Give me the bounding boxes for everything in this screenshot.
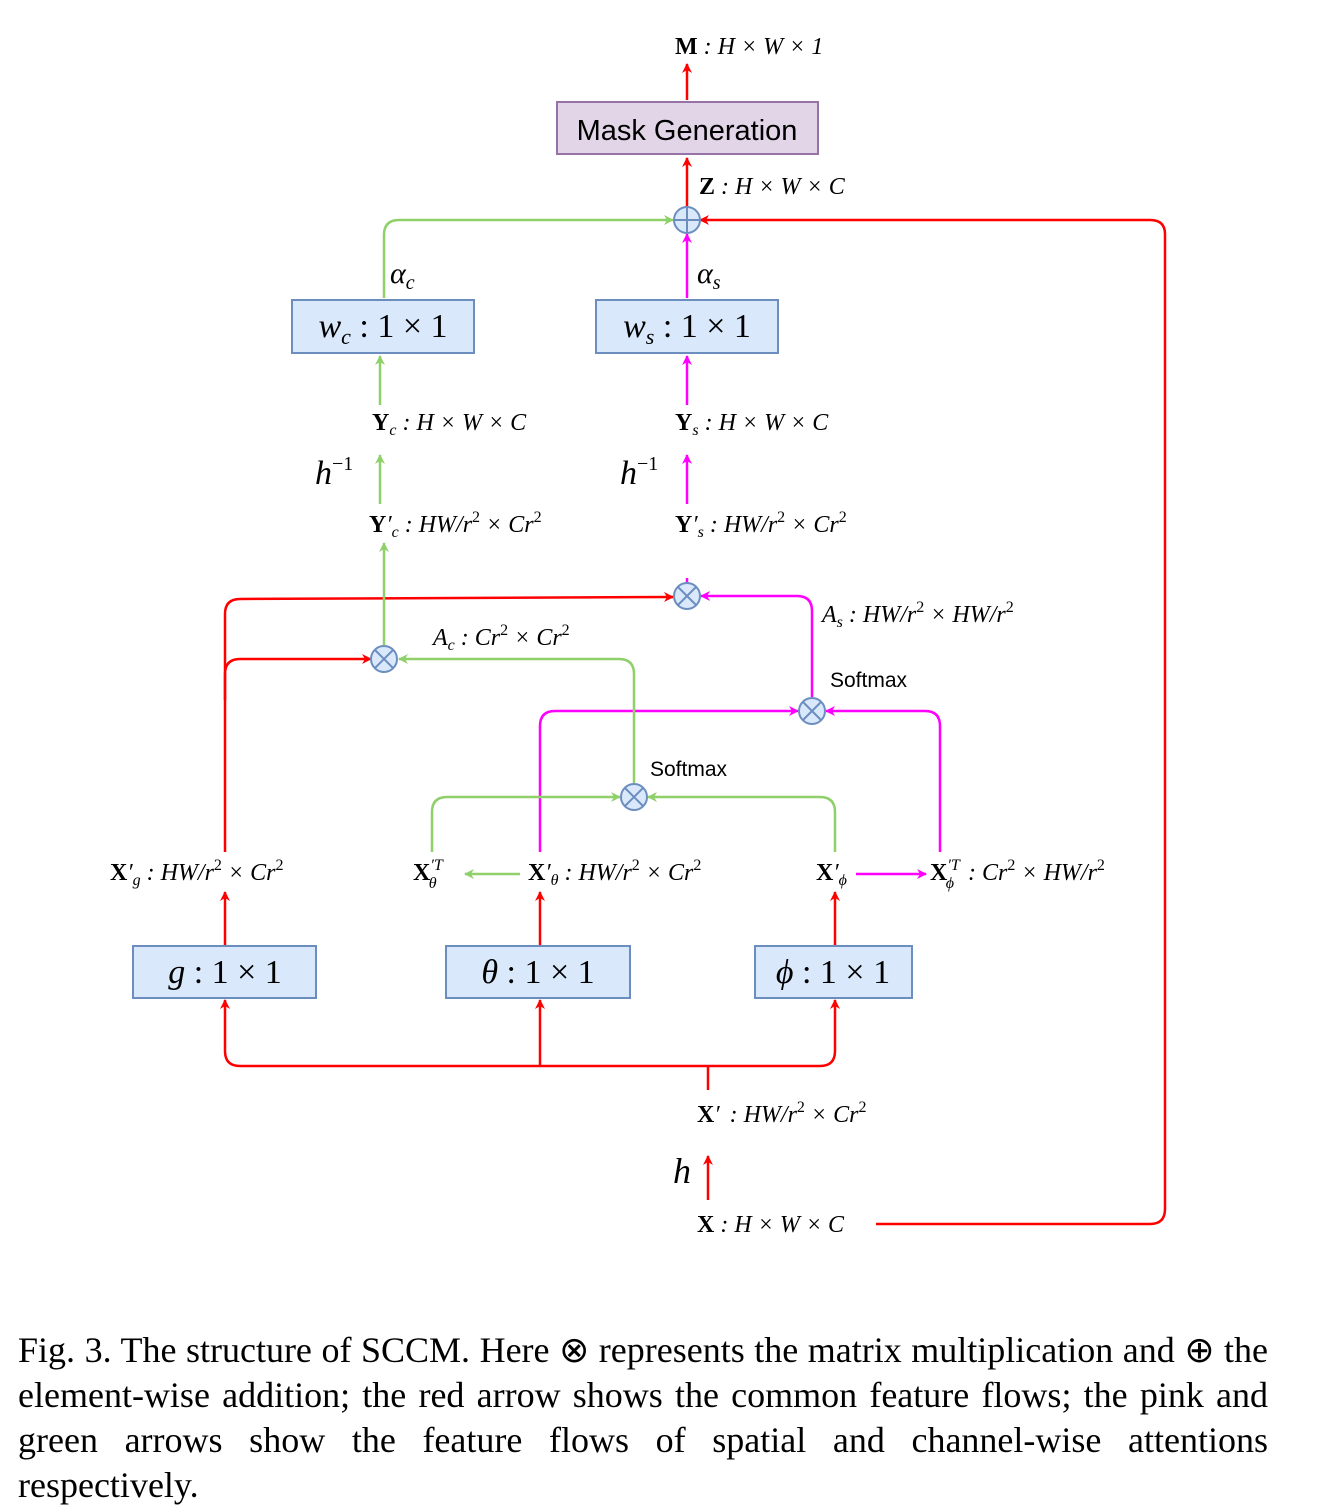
label-X-prime: X′ : HW/r2 × Cr2 xyxy=(697,1099,866,1128)
theta-rest: : 1 × 1 xyxy=(498,954,595,991)
g-rest: : 1 × 1 xyxy=(185,954,282,991)
label-Ys-prime: Y′s : HW/r2 × Cr2 xyxy=(675,509,847,541)
plus-node xyxy=(673,206,701,234)
ws-var: w xyxy=(623,308,646,345)
phi-var: ϕ xyxy=(776,954,794,991)
ws-rest: : 1 × 1 xyxy=(654,308,751,345)
svg-text:wc : 1 × 1: wc : 1 × 1 xyxy=(318,308,447,349)
figure-caption: Fig. 3. The structure of SCCM. Here ⊗ re… xyxy=(18,1330,1269,1505)
sccm-diagram: Mask Generation wc : 1 × 1 ws : 1 × 1 g … xyxy=(110,34,1167,1238)
g-box: g : 1 × 1 xyxy=(132,945,317,999)
svg-text:θ : 1 × 1: θ : 1 × 1 xyxy=(481,954,594,991)
ws-box: ws : 1 × 1 xyxy=(595,299,779,354)
label-Yc-prime: Y′c : HW/r2 × Cr2 xyxy=(369,509,542,541)
otimes-node-spatial-attention xyxy=(798,697,826,725)
label-M: M : H × W × 1 xyxy=(675,34,823,60)
otimes-node-channel-attention xyxy=(620,783,648,811)
spatial-flow-arrows xyxy=(538,206,942,879)
svg-text:ϕ : 1 × 1: ϕ : 1 × 1 xyxy=(776,954,890,991)
common-flow-arrows xyxy=(220,63,1167,1226)
phi-rest: : 1 × 1 xyxy=(793,954,890,991)
label-Ys: Ys : H × W × C xyxy=(675,410,829,439)
label-h-inverse-spatial: h−1 xyxy=(620,453,658,492)
label-h-inverse-channel: h−1 xyxy=(315,453,353,492)
label-Z: Z : H × W × C xyxy=(699,174,846,200)
channel-flow-arrows xyxy=(375,215,837,879)
theta-box: θ : 1 × 1 xyxy=(445,945,631,999)
wc-sub: c xyxy=(341,324,351,349)
label-X: X : H × W × C xyxy=(697,1212,845,1238)
label-alpha-s: αs xyxy=(697,257,721,294)
otimes-node-channel-output xyxy=(370,645,398,673)
label-alpha-c: αc xyxy=(390,257,415,294)
mask-generation-label: Mask Generation xyxy=(577,115,798,147)
label-X-g: X′g : HW/r2 × Cr2 xyxy=(110,857,283,889)
ws-sub: s xyxy=(646,324,655,349)
wc-box: wc : 1 × 1 xyxy=(291,299,475,354)
phi-box: ϕ : 1 × 1 xyxy=(754,945,913,999)
softmax-label-spatial: Softmax xyxy=(830,669,908,692)
mask-generation-box: Mask Generation xyxy=(556,101,819,155)
label-h: h xyxy=(673,1151,691,1191)
softmax-label-channel: Softmax xyxy=(650,758,728,781)
otimes-node-spatial-output xyxy=(673,582,701,610)
svg-text:g : 1 × 1: g : 1 × 1 xyxy=(168,954,282,991)
label-X-theta: X′θ : HW/r2 × Cr2 xyxy=(528,857,701,889)
label-Yc: Yc : H × W × C xyxy=(372,410,527,439)
label-X-phi: X′ϕ xyxy=(816,860,847,889)
label-A-s: As : HW/r2 × HW/r2 xyxy=(820,599,1014,631)
wc-var: w xyxy=(318,308,341,345)
g-var: g xyxy=(168,954,185,991)
label-A-c: Ac : Cr2 × Cr2 xyxy=(431,622,570,654)
theta-var: θ xyxy=(481,954,498,991)
svg-text:ws : 1 × 1: ws : 1 × 1 xyxy=(623,308,751,349)
wc-rest: : 1 × 1 xyxy=(351,308,448,345)
